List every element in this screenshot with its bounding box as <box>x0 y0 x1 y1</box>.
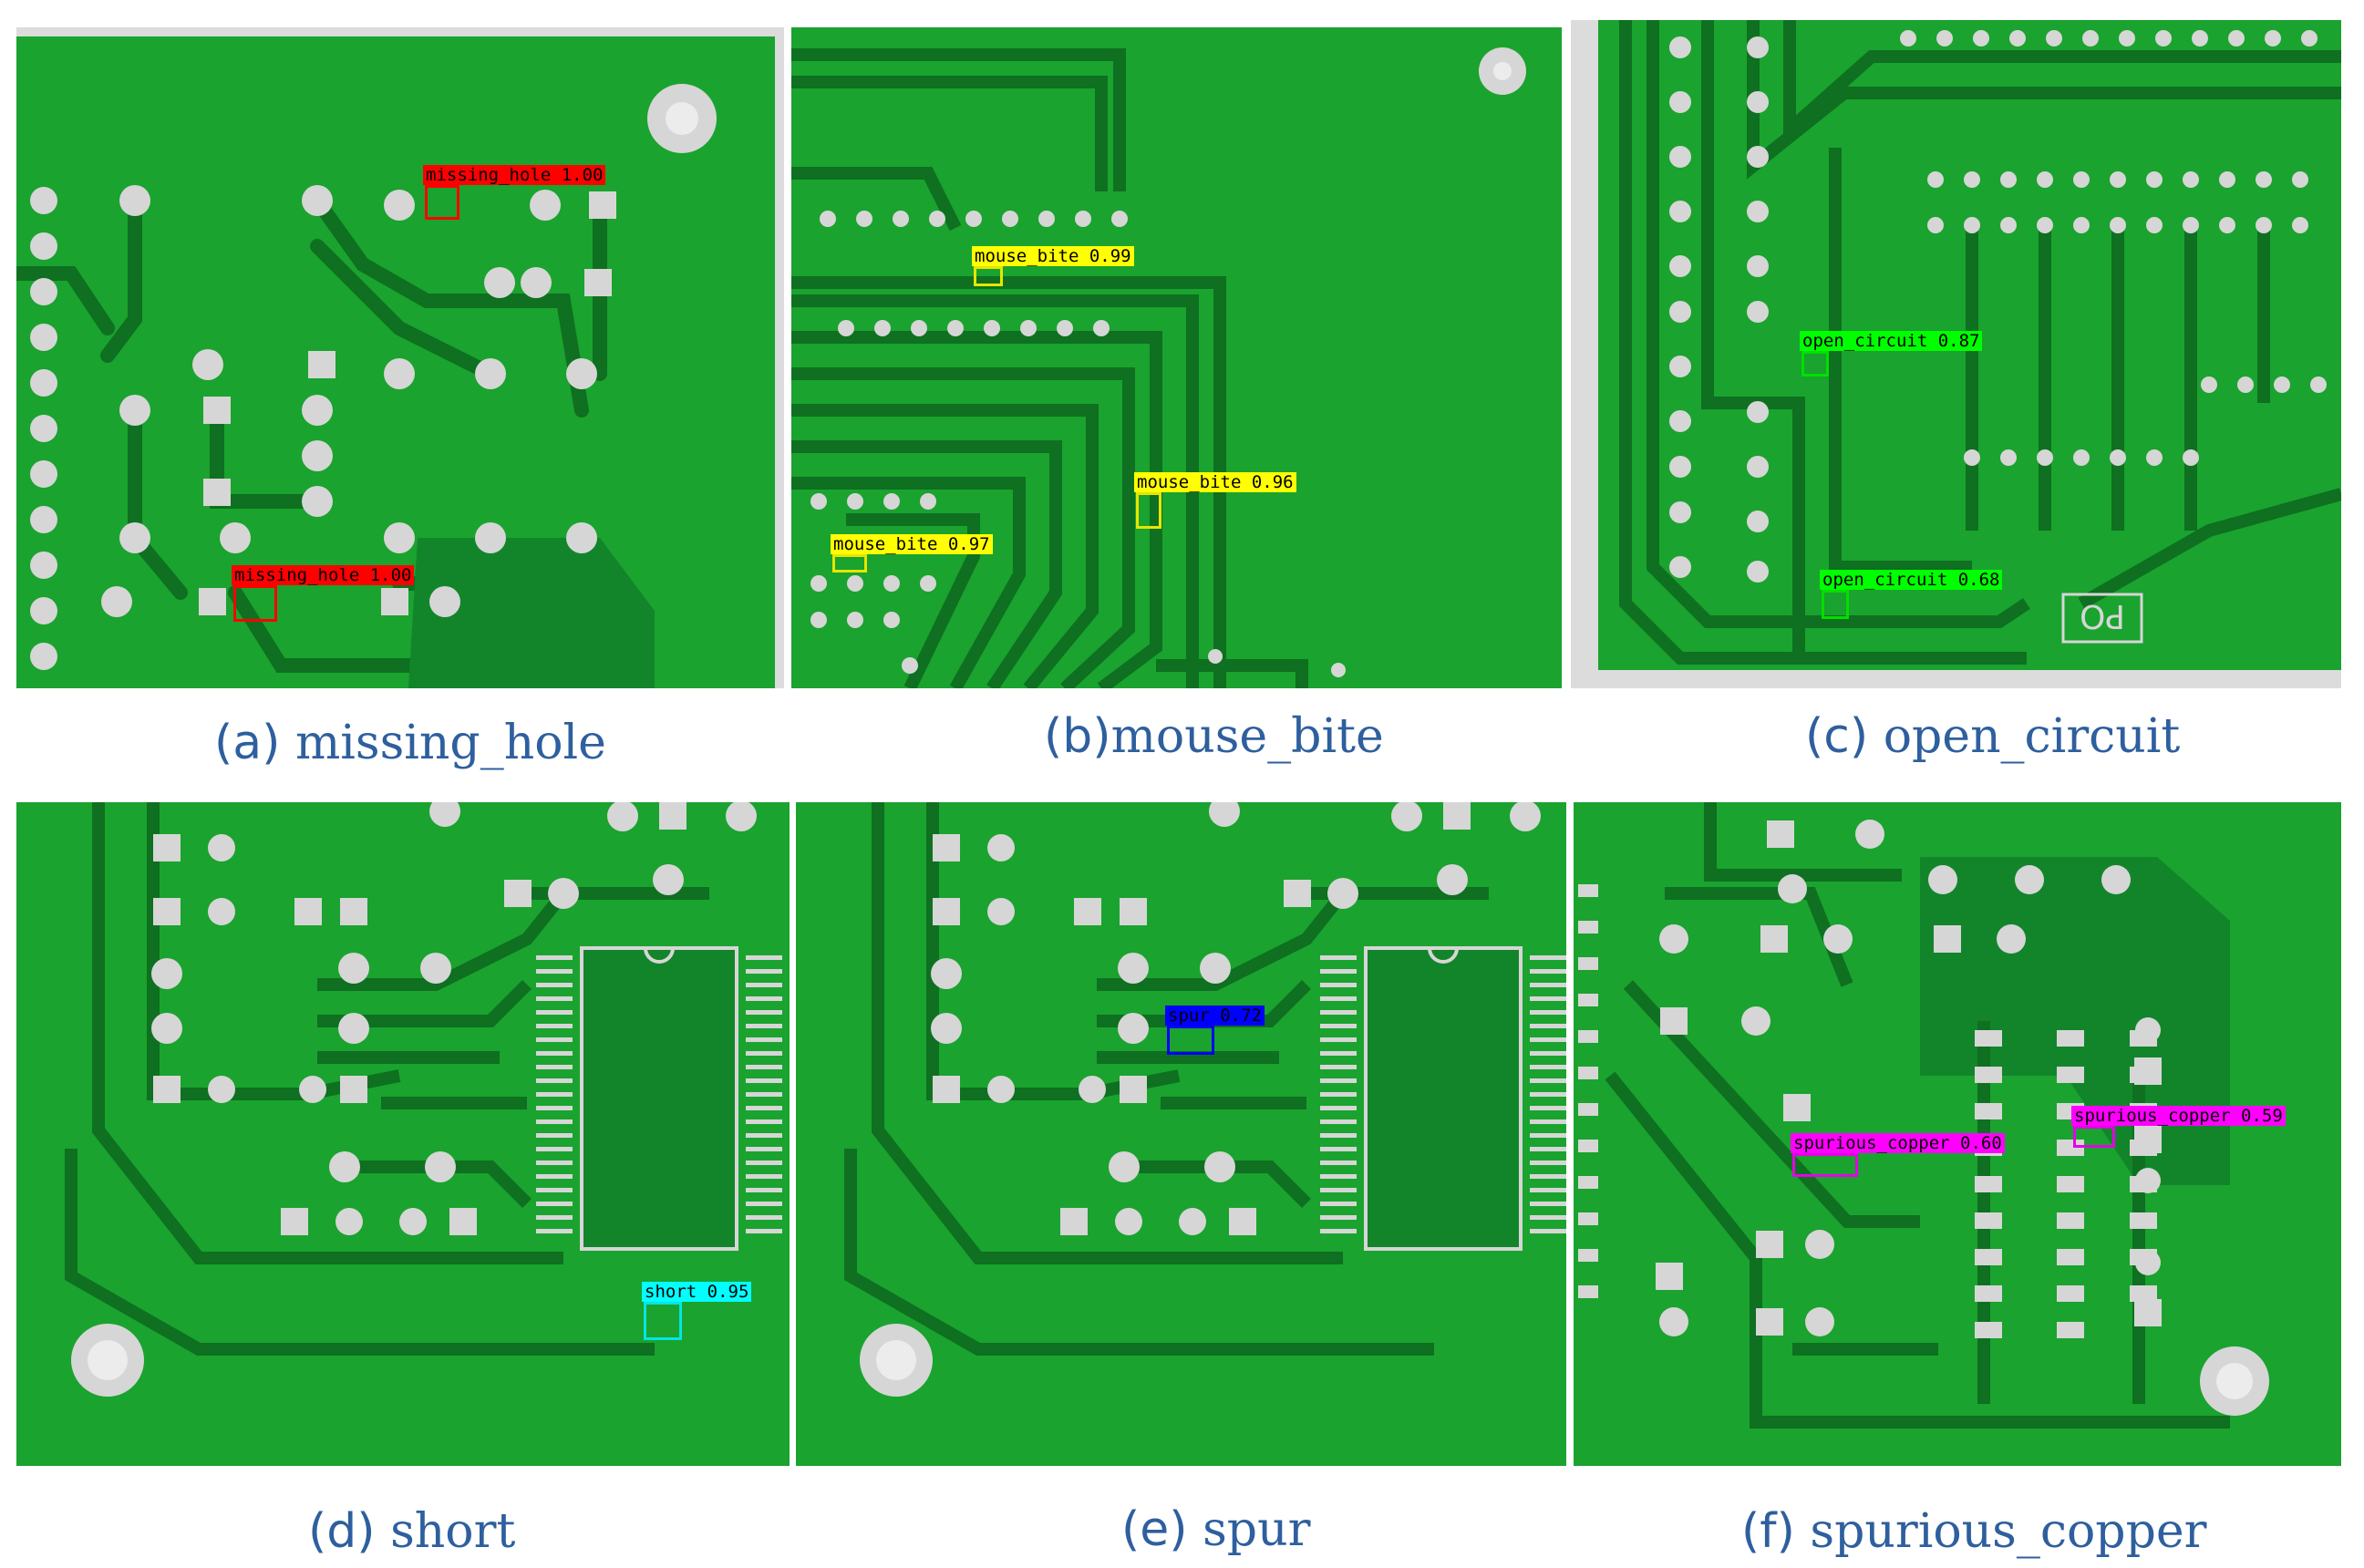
detection-label: spurious_copper 0.60 <box>1791 1133 2005 1153</box>
panel-c-image: PO open_circuit 0.87 open_circuit 0.68 <box>1571 20 2341 688</box>
detection-label: short 0.95 <box>642 1282 752 1302</box>
caption-f: (f) spurious_copper <box>1741 1504 2207 1559</box>
detection-label: mouse_bite 0.99 <box>972 246 1134 266</box>
caption-e: (e) spur <box>1121 1502 1311 1557</box>
board-silkscreen-text: PO <box>2080 597 2125 634</box>
detection-label: mouse_bite 0.97 <box>831 534 993 554</box>
detection-box: missing_hole 1.00 <box>423 165 606 220</box>
detection-box: mouse_bite 0.99 <box>972 246 1134 286</box>
detection-label: spurious_copper 0.59 <box>2071 1106 2286 1126</box>
panel-e-image: spur 0.72 <box>796 802 1566 1466</box>
detection-label: missing_hole 1.00 <box>423 165 606 185</box>
detection-label: open_circuit 0.87 <box>1800 331 1983 351</box>
detection-box: mouse_bite 0.96 <box>1134 472 1296 529</box>
detection-box: mouse_bite 0.97 <box>831 534 993 573</box>
detection-label: spur 0.72 <box>1165 1006 1265 1026</box>
detection-label: open_circuit 0.68 <box>1820 570 2003 590</box>
detection-label: missing_hole 1.00 <box>232 565 415 585</box>
panel-f-image: spurious_copper 0.60 spurious_copper 0.5… <box>1574 802 2341 1466</box>
detection-box: short 0.95 <box>642 1282 752 1340</box>
detection-box: missing_hole 1.00 <box>232 565 415 622</box>
caption-d: (d) short <box>308 1504 516 1559</box>
panel-d-image: short 0.95 <box>16 802 790 1466</box>
detection-box: spur 0.72 <box>1165 1006 1265 1055</box>
pcb-board-d <box>16 802 790 1466</box>
panel-b-image: mouse_bite 0.99 mouse_bite 0.96 mouse_bi… <box>791 27 1562 688</box>
detection-box: spurious_copper 0.59 <box>2071 1106 2286 1148</box>
detection-box: open_circuit 0.68 <box>1820 570 2003 619</box>
detection-box: open_circuit 0.87 <box>1800 331 1983 377</box>
caption-b: (b)mouse_bite <box>1044 709 1384 764</box>
panel-a-image: missing_hole 1.00 missing_hole 1.00 <box>16 27 784 688</box>
caption-a: (a) missing_hole <box>214 716 606 770</box>
pcb-board-e <box>796 802 1566 1466</box>
detection-label: mouse_bite 0.96 <box>1134 472 1296 492</box>
pcb-board-b <box>791 27 1562 688</box>
pcb-board-a <box>16 27 784 688</box>
caption-c: (c) open_circuit <box>1805 709 2181 764</box>
detection-box: spurious_copper 0.60 <box>1791 1133 2005 1177</box>
